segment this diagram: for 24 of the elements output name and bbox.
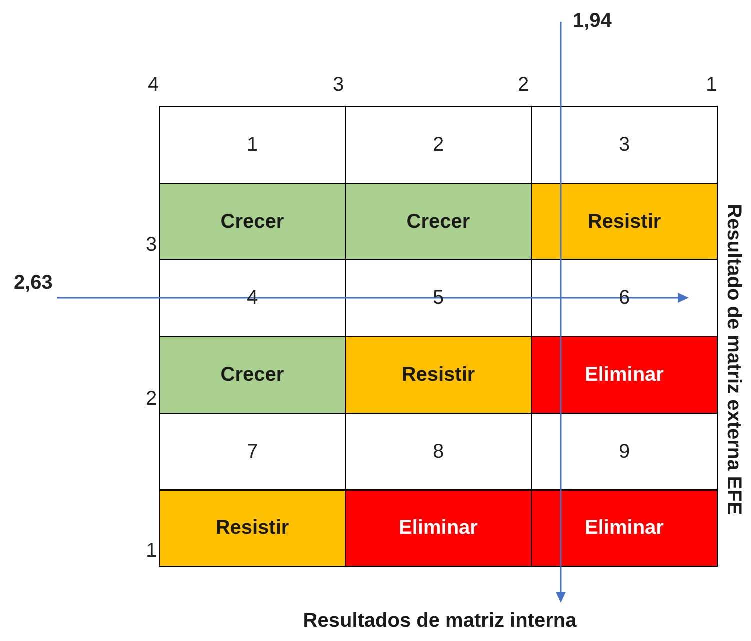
matrix-cell: Resistir (345, 336, 532, 414)
matrix-cell: Crecer (159, 336, 346, 414)
matrix-cell: 7 (159, 412, 346, 490)
matrix-cell: 9 (531, 412, 718, 490)
matrix-cell: Eliminar (531, 490, 718, 568)
matrix-cell: 3 (531, 106, 718, 184)
matrix-cell: Resistir (159, 490, 346, 568)
axis-tick-label: 4 (148, 73, 160, 98)
matrix-cell: Crecer (345, 182, 532, 260)
axis-tick-label: 2 (518, 73, 530, 98)
matrix-cell: Resistir (531, 182, 718, 260)
axis-tick-label: 2 (146, 387, 158, 412)
matrix-cell: Eliminar (345, 490, 532, 568)
axis-title: Resultado de matriz externa EFE (724, 203, 744, 518)
threshold-value: 1,94 (573, 9, 612, 34)
matrix-cell: Crecer (159, 182, 346, 260)
axis-tick-label: 1 (706, 73, 718, 98)
axis-tick-label: 3 (146, 233, 158, 258)
matrix-cell: 1 (159, 106, 346, 184)
axis-tick-label: 3 (333, 73, 344, 98)
axis-title: Resultados de matriz interna (302, 609, 578, 634)
threshold-value: 2,63 (14, 271, 53, 296)
matrix-cell: Eliminar (531, 336, 718, 414)
axis-tick-label: 1 (146, 539, 158, 564)
